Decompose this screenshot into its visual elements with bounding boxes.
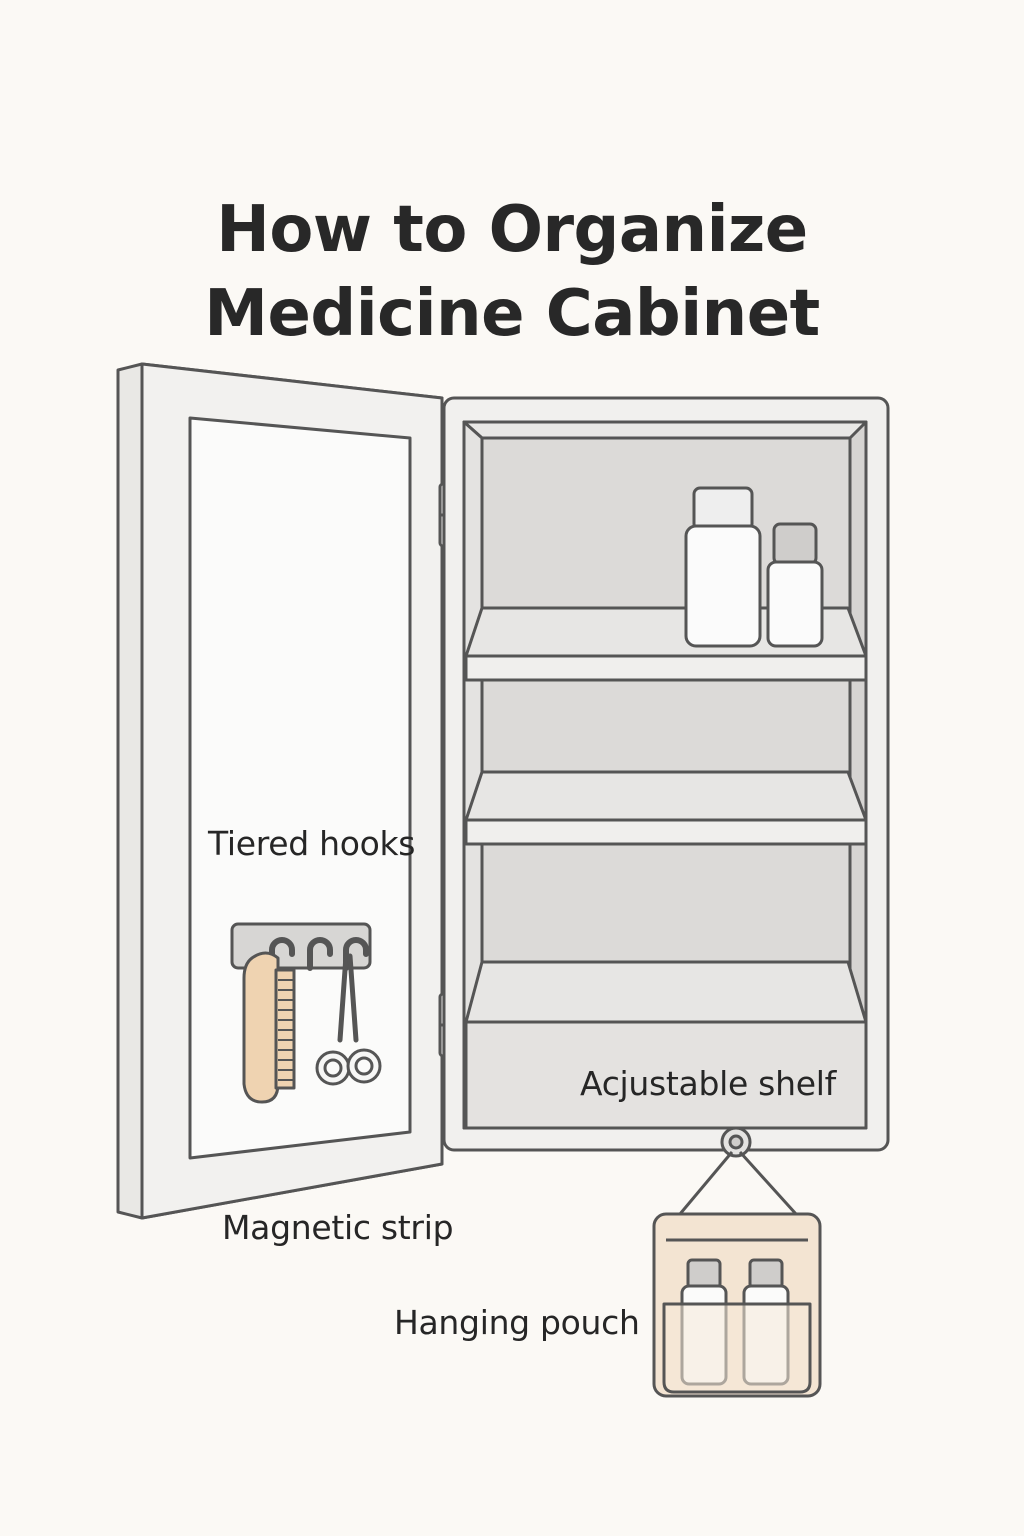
bottle-icon — [766, 522, 824, 648]
shelf-top — [464, 606, 868, 682]
page-title: How to Organize Medicine Cabinet — [0, 188, 1024, 356]
magnetic-strip-label: Magnetic strip — [222, 1208, 454, 1247]
title-line-1: How to Organize — [216, 193, 808, 267]
mirror-door-icon — [116, 362, 444, 1220]
title-line-2: Medicine Cabinet — [204, 277, 820, 351]
adjustable-shelf-label: Acjustable shelf — [580, 1064, 836, 1103]
scissors-icon — [315, 953, 382, 1086]
hanging-pouch-icon — [652, 1126, 822, 1398]
hanging-pouch-label: Hanging pouch — [394, 1303, 640, 1342]
shelf-middle — [464, 770, 868, 846]
tiered-hooks-label: Tiered hooks — [208, 824, 416, 863]
bottle-icon — [684, 486, 762, 648]
comb-icon — [242, 951, 296, 1104]
shelf-bottom — [464, 960, 868, 1130]
